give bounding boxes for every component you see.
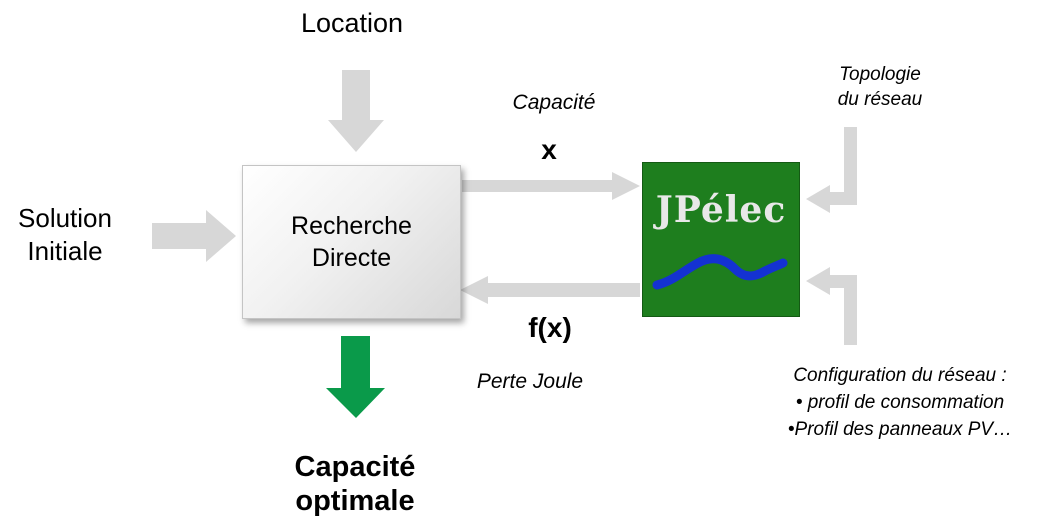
recherche-directe-block: Recherche Directe [242,165,461,319]
topologie-arrow [806,127,857,213]
topologie-label: Topologie du réseau [800,62,960,112]
jpelec-logo-text: JPélec [655,189,787,231]
x-label: x [541,134,557,165]
solution-initiale-text: Solution Initiale [18,203,112,266]
capacite-arrow [462,172,640,200]
perte-joule-label: Perte Joule [476,370,584,393]
capacite-label: Capacité [512,91,596,114]
location-label: Location [300,8,404,38]
configuration-arrow [806,267,857,345]
configuration-text: Configuration du réseau : • profil de co… [787,365,1013,440]
capacite-optimale-arrow [326,336,385,418]
configuration-label: Configuration du réseau : • profil de co… [755,362,1045,443]
fx-label: f(x) [528,312,572,343]
capacite-optimale-label: Capacité optimale [260,450,450,518]
recherche-directe-label: Recherche Directe [291,212,412,272]
topologie-text: Topologie du réseau [837,64,923,110]
location-arrow [328,70,384,152]
solution-arrow [152,210,236,262]
capacite-optimale-text: Capacité optimale [294,451,416,517]
fx-arrow [460,276,640,304]
jpelec-logo: JPélec [642,162,800,317]
logo-wave-icon [652,254,788,290]
solution-initiale-label: Solution Initiale [0,202,130,268]
